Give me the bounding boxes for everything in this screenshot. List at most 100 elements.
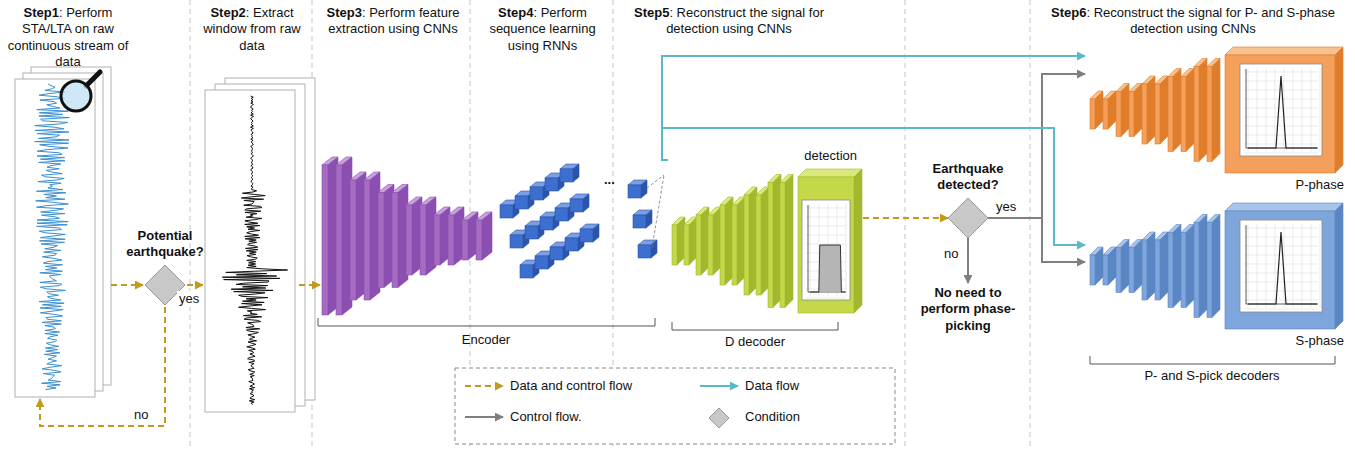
chart-grid: [1311, 224, 1312, 308]
rnn-output: [652, 175, 664, 248]
node-shape: [668, 148, 863, 323]
rnn-cell-front: [580, 229, 593, 242]
legend-sample-diamond: [709, 408, 729, 428]
rnn-cell-front: [633, 215, 646, 228]
cnn-layer-front: [350, 180, 356, 300]
node-art: [672, 169, 862, 313]
chart-grid: [806, 208, 846, 209]
outcome-text: No need to perform phase-picking: [914, 285, 1022, 334]
rnn-output: [647, 175, 664, 188]
legend-sample-line: [465, 385, 503, 387]
decoder-block: S-phase: [1085, 200, 1350, 350]
step-number: Step2: [210, 5, 245, 20]
decoder-layer-side: [1212, 215, 1220, 318]
decoder-layer-side: [1108, 247, 1116, 285]
rnn-cell-side: [641, 180, 647, 198]
window-panel: [205, 90, 295, 412]
chart-grid: [1293, 224, 1294, 308]
legend-sample-line: [465, 416, 503, 418]
chart-grid: [1244, 108, 1318, 109]
chart-axis: [808, 205, 809, 292]
edge-label: yes: [994, 199, 1018, 215]
chart-grid: [1257, 224, 1258, 308]
decoder-layer-front: [732, 205, 737, 285]
chart-grid: [806, 217, 846, 218]
step-number: Step4: [498, 5, 533, 20]
legend-label: Data flow: [745, 378, 799, 394]
chart-grid: [806, 235, 846, 236]
cnn-layer-front: [406, 205, 412, 275]
cnn-layer-front: [322, 165, 328, 315]
decision-diamond: Earthquake detected?: [948, 198, 988, 238]
decoder-label: detection: [804, 148, 857, 164]
decoder-layer-side: [1173, 225, 1181, 308]
column-separator: [190, 0, 191, 450]
chart-grid: [1244, 72, 1318, 73]
step-header: Step6: Reconstruct the signal for P- and…: [1036, 5, 1350, 38]
chart-grid: [810, 204, 811, 296]
decoder-layer-front: [798, 177, 854, 313]
decoder-layer-top: [798, 169, 862, 177]
decoder-layer-side: [1173, 69, 1181, 152]
decoder-layer-front: [1207, 223, 1212, 318]
rnn-cell-front: [550, 247, 563, 260]
rnn-cell-front: [628, 185, 641, 198]
decoder-layer-side: [1121, 240, 1129, 293]
decoder-layer-side: [1134, 240, 1142, 293]
legend-label: Condition: [745, 409, 800, 425]
chart-grid: [1293, 68, 1294, 152]
rnn-cell-front: [530, 187, 543, 200]
chart-grid: [806, 244, 846, 245]
cnn-layer-front: [462, 220, 468, 260]
chart-grid: [1302, 224, 1303, 308]
rnn-cell-front: [535, 256, 548, 269]
ellipsis: ...: [604, 172, 615, 188]
decoder-layer-top: [1225, 203, 1343, 211]
chart-grid: [1244, 291, 1318, 292]
chart-grid: [1244, 228, 1318, 229]
decoder-layer-side: [1095, 247, 1103, 285]
chart-panel: [1240, 64, 1322, 156]
condition-label: Earthquake detected?: [912, 161, 1024, 194]
decoder-layer-front: [1103, 255, 1108, 285]
decoder-layer-front: [696, 215, 701, 275]
rnn-cell-front: [540, 217, 553, 230]
detection-signal: [810, 245, 845, 292]
chart-grid: [1244, 255, 1318, 256]
decoder-layer-side: [1212, 59, 1220, 162]
chart-grid: [806, 226, 846, 227]
step-number: Step6: [1051, 5, 1086, 20]
decoder-layer-front: [1142, 240, 1147, 300]
legend-label: Data and control flow: [510, 378, 632, 394]
decoder-layer-front: [1168, 233, 1173, 308]
step-number: Step5: [634, 5, 669, 20]
rnn-cell-side: [646, 210, 652, 228]
connector: [967, 238, 969, 283]
chart-grid: [1266, 224, 1267, 308]
rnn-cell-front: [560, 169, 573, 182]
decoder-block: detection: [668, 148, 863, 323]
chart-grid: [1248, 224, 1249, 308]
decoder-layer-side: [1160, 232, 1168, 300]
decoder-layer-front: [1116, 248, 1121, 293]
decoder-layer-front: [720, 205, 725, 285]
cnn-layer-front: [378, 193, 384, 288]
decoder-layer-side: [854, 169, 862, 313]
decoder-layer-side: [1199, 215, 1207, 318]
data-control-flow: [187, 284, 203, 286]
decoder-layer-front: [1116, 92, 1121, 137]
chart-grid: [1320, 68, 1321, 152]
chart-panel: [802, 200, 850, 300]
chart-grid: [1244, 135, 1318, 136]
decoder-layer-side: [1147, 232, 1155, 300]
rnn-cell-side: [593, 224, 599, 242]
cnn-layer-front: [476, 220, 482, 260]
chart-grid: [1311, 68, 1312, 152]
stream-panel: [15, 79, 95, 397]
decoder-layer-front: [708, 215, 713, 275]
chart-panel: [1240, 220, 1322, 312]
step-number: Step1: [24, 5, 59, 20]
node-shape: [948, 198, 988, 238]
decoder-layer-side: [1134, 84, 1142, 137]
decoder-layer-front: [768, 183, 773, 308]
